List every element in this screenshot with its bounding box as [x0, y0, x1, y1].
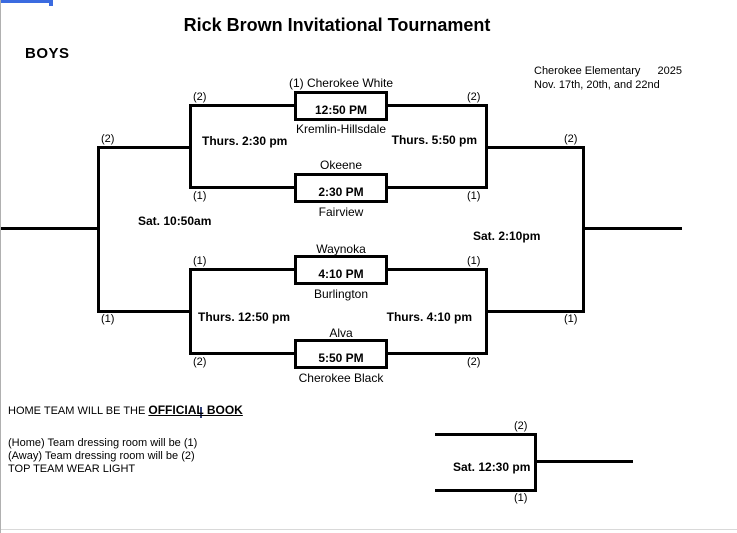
- tournament-dates: Nov. 17th, 20th, and 22nd: [534, 79, 660, 91]
- division-label: BOYS: [25, 45, 70, 62]
- game4-box: 5:50 PM: [294, 339, 388, 369]
- line-consolation-top: [435, 433, 537, 436]
- dressing-label: (1): [193, 255, 207, 267]
- dressing-label: (2): [564, 133, 578, 145]
- dressing-label: (1): [467, 255, 481, 267]
- official-book-note: HOME TEAM WILL BE THE OFFICIAL BOOK: [8, 404, 243, 418]
- dressing-label: (1): [193, 190, 207, 202]
- line-game3-left-stub: [191, 268, 294, 271]
- line-left-semifinal-top: [97, 146, 192, 149]
- final-time-right: Sat. 2:10pm: [473, 229, 541, 243]
- dressing-label: (2): [467, 91, 481, 103]
- line-game4-left-stub: [191, 352, 294, 355]
- team-name: Okeene: [319, 158, 363, 172]
- final-time-left: Sat. 10:50am: [138, 214, 212, 228]
- line-left-semifinal-bottom: [97, 310, 192, 313]
- game2-box: 2:30 PM: [294, 173, 388, 203]
- team-name: (1) Cherokee White: [288, 76, 394, 90]
- dressing-label: (1): [564, 313, 578, 325]
- team-name: Alva: [329, 326, 353, 340]
- venue-row: Cherokee Elementary 2025: [534, 65, 682, 78]
- game3-time: 4:10 PM: [318, 267, 364, 281]
- line-consolation-winner-stub: [534, 460, 633, 463]
- dressing-label: (2): [467, 356, 481, 368]
- note-home-dressing: (Home) Team dressing room will be (1): [8, 437, 198, 449]
- dressing-label: (1): [514, 492, 528, 504]
- game4-time: 5:50 PM: [318, 351, 364, 365]
- line-game2-left-stub: [191, 186, 294, 189]
- dressing-label: (2): [514, 420, 528, 432]
- dressing-label: (2): [193, 356, 207, 368]
- team-name: Fairview: [318, 205, 364, 219]
- game3-box: 4:10 PM: [294, 255, 388, 285]
- line-game3-right-stub: [388, 268, 485, 271]
- line-consolation-bottom: [435, 489, 537, 492]
- semifinal-time-right-bottom: Thurs. 4:10 pm: [386, 310, 472, 324]
- dressing-label: (1): [101, 313, 115, 325]
- team-name: Kremlin-Hillsdale: [295, 122, 387, 136]
- note-top-team: TOP TEAM WEAR LIGHT: [8, 463, 136, 475]
- team-name: Burlington: [313, 287, 369, 301]
- line-final-right: [582, 227, 682, 230]
- official-book-prefix: HOME TEAM WILL BE THE: [8, 405, 149, 417]
- blue-accent-line: [1, 0, 52, 3]
- line-game2-right-stub: [388, 186, 485, 189]
- dressing-label: (1): [467, 190, 481, 202]
- note-away-dressing: (Away) Team dressing room will be (2): [8, 450, 195, 462]
- dressing-label: (2): [193, 91, 207, 103]
- consolation-time: Sat. 12:30 pm: [453, 460, 531, 474]
- line-game1-left-stub: [191, 104, 294, 107]
- semifinal-time-left-bottom: Thurs. 12:50 pm: [198, 310, 291, 324]
- page-title: Rick Brown Invitational Tournament: [183, 15, 491, 35]
- team-name: Waynoka: [316, 242, 366, 256]
- game2-time: 2:30 PM: [318, 185, 364, 199]
- team-name: Cherokee Black: [298, 371, 384, 385]
- semifinal-time-left-top: Thurs. 2:30 pm: [202, 134, 288, 148]
- line-right-semifinal-bottom: [485, 310, 585, 313]
- dressing-label: (2): [101, 133, 115, 145]
- page-bottom-divider: [1, 529, 737, 530]
- tournament-year: 2025: [657, 65, 682, 77]
- semifinal-time-right-top: Thurs. 5:50 pm: [391, 133, 477, 147]
- line-game1-right-stub: [388, 104, 485, 107]
- line-right-semifinal-top: [485, 146, 585, 149]
- line-game4-right-stub: [388, 352, 485, 355]
- line-final-left: [1, 227, 100, 230]
- game1-time: 12:50 PM: [314, 103, 368, 117]
- venue-name: Cherokee Elementary: [534, 65, 641, 77]
- official-book-emphasis: OFFICIAL BOOK: [148, 403, 243, 417]
- blue-accent-handle: [49, 0, 53, 6]
- text-cursor-artifact: [200, 407, 202, 418]
- game1-box: 12:50 PM: [294, 91, 388, 121]
